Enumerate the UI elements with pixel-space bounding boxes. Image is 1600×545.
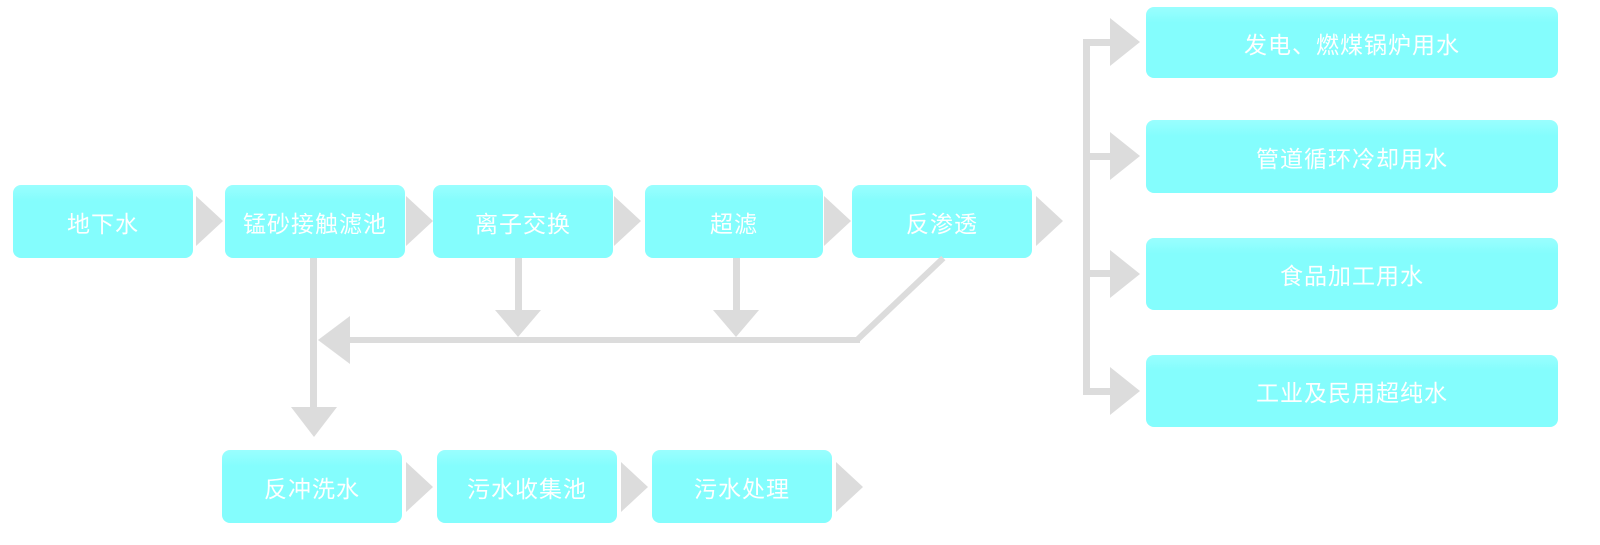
- flow-arrow-right-icon: [196, 196, 223, 246]
- branch-arrow-right-icon: [1110, 250, 1140, 298]
- flow-arrow-right-icon: [406, 196, 433, 246]
- node-ultrafiltration: 超滤: [645, 185, 823, 258]
- flow-arrow-left-icon: [318, 316, 350, 364]
- connector-line: [1083, 270, 1112, 277]
- flow-arrow-right-icon: [406, 462, 433, 512]
- branch-arrow-right-icon: [1110, 18, 1140, 66]
- node-backwash-water: 反冲洗水: [222, 450, 402, 523]
- connector-line: [1083, 153, 1112, 160]
- connector-line: [733, 258, 740, 311]
- flow-arrow-right-icon: [836, 462, 863, 512]
- node-reverse-osmosis: 反渗透: [852, 185, 1032, 258]
- connector-line: [1083, 388, 1112, 395]
- node-groundwater: 地下水: [13, 185, 193, 258]
- connector-line: [348, 337, 860, 343]
- flow-arrow-right-icon: [1036, 196, 1063, 246]
- node-power-boiler-water: 发电、燃煤锅炉用水: [1146, 7, 1558, 78]
- connector-line: [310, 258, 317, 407]
- flow-arrow-right-icon: [614, 196, 641, 246]
- flow-arrow-right-icon: [621, 462, 648, 512]
- node-manganese-sand-filter: 锰砂接触滤池: [225, 185, 405, 258]
- node-sewage-treatment: 污水处理: [652, 450, 832, 523]
- branch-arrow-right-icon: [1110, 367, 1140, 415]
- node-sewage-collection-pool: 污水收集池: [437, 450, 617, 523]
- flow-arrow-down-icon: [713, 310, 759, 337]
- node-industrial-ultrapure-water: 工业及民用超纯水: [1146, 355, 1558, 427]
- branch-arrow-right-icon: [1110, 132, 1140, 180]
- node-food-processing-water: 食品加工用水: [1146, 238, 1558, 310]
- node-pipeline-cooling-water: 管道循环冷却用水: [1146, 120, 1558, 193]
- flow-arrow-down-icon: [495, 310, 541, 337]
- connector-line: [1083, 39, 1112, 46]
- connector-line: [1083, 39, 1090, 391]
- node-ion-exchange: 离子交换: [433, 185, 613, 258]
- connector-line: [854, 255, 946, 343]
- connector-line: [515, 258, 522, 311]
- flow-arrow-down-icon: [291, 407, 337, 437]
- flow-arrow-right-icon: [824, 196, 851, 246]
